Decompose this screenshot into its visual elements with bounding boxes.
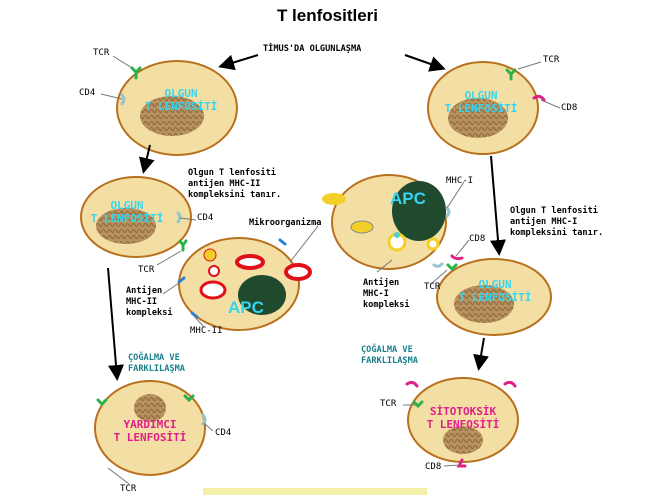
note-mhc1-complex: Antijen MHC-I kompleksi	[363, 278, 410, 310]
mature-t-cell-mid-right	[436, 258, 552, 336]
cell-label-helper: YARDIMCI T LENFOSİTİ	[113, 418, 187, 444]
leader-lines	[100, 55, 561, 485]
label-tcr-mid-left: TCR	[138, 265, 155, 275]
cell-label-mid-left: OLGUN T LENFOSİTİ	[90, 199, 164, 225]
receptors	[96, 66, 546, 468]
note-right-recognition: Olgun T lenfositi antijen MHC-I kompleks…	[510, 206, 604, 238]
label-mhc2: MHC-II	[190, 326, 223, 336]
apc-left	[178, 237, 300, 331]
thymus-maturation-note: TİMUS'DA OLGUNLAŞMA	[263, 44, 362, 54]
arrows	[107, 54, 506, 381]
cell-label-mature-cd4: OLGUN T LENFOSİTİ	[144, 87, 218, 113]
label-cd4-bottom: CD4	[215, 428, 232, 438]
note-proliferation-left: ÇOĞALMA VE FARKLILAŞMA	[128, 353, 185, 374]
nucleus	[448, 98, 508, 138]
label-cd8-mid: CD8	[469, 234, 486, 244]
page-title: T lenfositleri	[276, 6, 379, 25]
label-cd8-top-right: CD8	[561, 103, 578, 113]
footer-strip	[203, 488, 427, 495]
label-cd4-mid: CD4	[197, 213, 214, 223]
apc-label-left: APC	[228, 298, 264, 317]
label-tcr-bottom-right: TCR	[380, 399, 397, 409]
cell-label-cytotoxic: SİTOTOKSİK T LENFOSİTİ	[426, 405, 500, 431]
label-tcr-top-left: TCR	[93, 48, 110, 58]
label-cd4-top-left: CD4	[79, 88, 96, 98]
cell-label-mid-right: OLGUN T LENFOSİTİ	[458, 278, 532, 304]
nucleus	[454, 285, 514, 323]
nucleus	[140, 96, 204, 136]
nucleus	[96, 208, 156, 244]
note-microorganism: Mikroorganizma	[249, 218, 322, 228]
label-cd8-bottom: CD8	[425, 462, 442, 472]
mature-t-cell-mid-left	[80, 176, 192, 258]
mature-t-cell-cd4-top	[116, 60, 238, 156]
apc-label-right: APC	[390, 189, 426, 208]
apc-nucleus	[392, 181, 446, 241]
label-tcr-top-right: TCR	[543, 55, 560, 65]
apc-right	[331, 174, 447, 270]
label-tcr-mid-right: TCR	[424, 282, 441, 292]
nucleus	[134, 394, 166, 422]
label-tcr-bottom-left: TCR	[120, 484, 137, 494]
note-proliferation-right: ÇOĞALMA VE FARKLILAŞMA	[361, 345, 418, 366]
helper-t-cell	[94, 380, 206, 476]
note-left-recognition: Olgun T lenfositi antijen MHC-II komplek…	[188, 168, 282, 200]
cell-label-mature-cd8: OLGUN T LENFOSİTİ	[444, 89, 518, 115]
nucleus	[443, 426, 483, 454]
note-mhc2-complex: Antijen MHC-II kompleksi	[126, 286, 173, 318]
label-mhc1: MHC-I	[446, 176, 474, 186]
apc-nucleus	[238, 275, 286, 315]
cytotoxic-t-cell	[407, 377, 519, 463]
microorganism	[284, 193, 346, 281]
mature-t-cell-cd8-top	[427, 61, 539, 155]
